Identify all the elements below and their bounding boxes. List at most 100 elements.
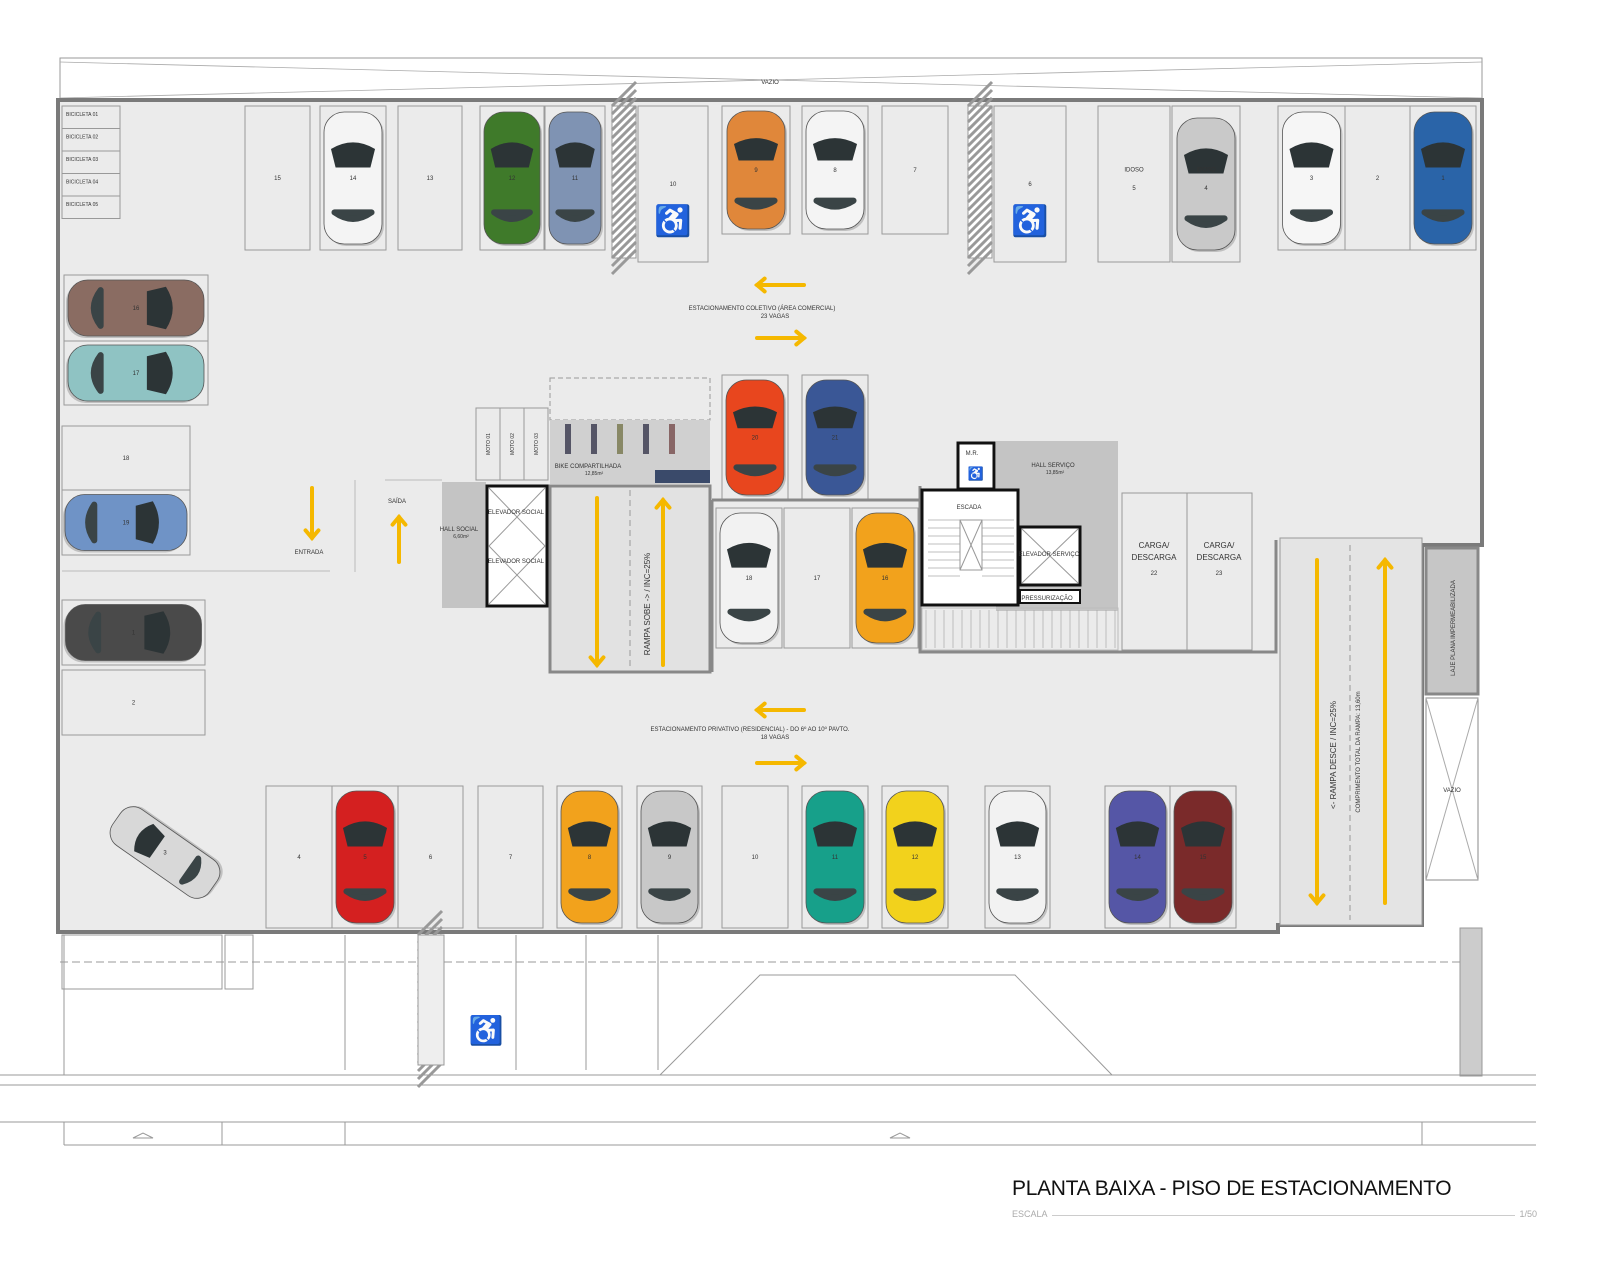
spot-tag: IDOSO <box>1124 168 1144 174</box>
parking-spot-bottom-14[interactable]: 14 <box>1104 785 1171 929</box>
parking-spot-center-17[interactable]: 17 <box>783 507 851 649</box>
spot-number: 4 <box>297 855 301 861</box>
parking-spot-left-2[interactable]: 2 <box>61 669 206 736</box>
parking-spot-top-14[interactable]: 14 <box>319 105 387 251</box>
elevator-service-label: ELEVADOR SERVIÇO <box>1019 552 1080 558</box>
parking-spot-bottom-11[interactable]: 11 <box>801 785 869 929</box>
hall-social-area: 6,60m² <box>453 534 469 540</box>
car <box>1282 111 1343 246</box>
spot-number: 11 <box>572 176 579 182</box>
spot-number: 19 <box>123 521 130 527</box>
bike-shared-area: 12,85m² <box>585 471 604 477</box>
parking-spot-top-9[interactable]: 9 <box>721 105 791 235</box>
accessible-icon: ♿ <box>1011 203 1048 238</box>
spot-number: 7 <box>913 168 917 174</box>
parking-spot-top-3[interactable]: 3 <box>1277 105 1346 251</box>
bicycle-label: BICICLETA 05 <box>66 202 98 208</box>
spot-number: 6 <box>1028 182 1032 188</box>
parking-spot-bottom-8[interactable]: 8 <box>556 785 623 929</box>
spot-number: 18 <box>746 576 753 582</box>
parking-spot-bottom-12[interactable]: 12 <box>881 785 949 929</box>
spot-number: 2 <box>132 701 136 707</box>
drawing-title: PLANTA BAIXA - PISO DE ESTACIONAMENTO <box>1012 1177 1452 1200</box>
hatched-area <box>966 80 994 276</box>
parking-spot-top-7[interactable]: 7 <box>881 105 949 235</box>
bicycle-label: BICICLETA 01 <box>66 112 98 118</box>
car <box>63 604 202 663</box>
parking-spot-bottom-6[interactable]: 6 <box>397 785 464 929</box>
car <box>1108 790 1168 925</box>
elevator-social-1-label: ELEVADOR SOCIAL <box>488 510 545 516</box>
parking-spot-top-1[interactable]: 1 <box>1409 105 1477 251</box>
parking-spot-top-4[interactable]: IDOSO 4 <box>1171 105 1241 263</box>
scale-bar: ESCALA 1/50 <box>1012 1209 1537 1219</box>
parking-spot-top-8[interactable]: 8 <box>801 105 869 235</box>
spot-number: 6 <box>429 855 433 861</box>
parking-spot-top-15[interactable]: 15 <box>244 105 311 251</box>
parking-spot-bottom-9[interactable]: 9 <box>636 785 703 929</box>
parking-spot-top-13[interactable]: 13 <box>397 105 463 251</box>
direction-arrow <box>390 513 408 564</box>
roof-slab: LAJE PLANA IMPERMEABILIZADA VAZIO <box>1424 546 1480 881</box>
direction-arrow <box>1376 556 1394 905</box>
service-core: HALL SERVIÇO 13,85m² M.R. ♿ ESCADA ELEVA… <box>920 441 1119 651</box>
spot-number: 4 <box>1204 186 1208 192</box>
spot-tag: IDOSO <box>1196 168 1216 174</box>
direction-arrow <box>588 496 606 669</box>
spot-number: 12 <box>912 855 919 861</box>
hall-service-area: 13,85m² <box>1046 470 1065 476</box>
parking-spot-top-11[interactable]: 11 <box>544 105 606 251</box>
bicycle-label: BICICLETA 03 <box>66 157 98 163</box>
stairs-label: ESCADA <box>957 505 982 511</box>
hatched-area <box>610 80 638 276</box>
loading-bay-number: 23 <box>1216 571 1223 577</box>
bicycle-rack[interactable]: BICICLETA 05 <box>61 195 121 219</box>
parking-spot-bottom-13[interactable]: 13 <box>984 785 1051 929</box>
exit-label: SAÍDA <box>388 498 406 505</box>
parking-spot-bottom-5[interactable]: 5 <box>331 785 399 929</box>
parking-spot-left-1[interactable]: 1 <box>61 599 206 666</box>
stair-steps <box>925 519 1116 648</box>
car <box>548 111 603 246</box>
bike-shared-label: BIKE COMPARTILHADA <box>555 464 621 470</box>
spot-number: 8 <box>588 855 592 861</box>
car <box>805 110 866 231</box>
parking-spot-left-3[interactable]: 3 <box>104 799 229 906</box>
spot-number: 16 <box>133 306 140 312</box>
parking-spot-top-6[interactable]: ♿6 <box>993 105 1067 263</box>
spot-number: 15 <box>1200 855 1207 861</box>
parking-spot-bottom-10[interactable]: 10 <box>721 785 789 929</box>
parking-spot-top-12[interactable]: 12 <box>479 105 545 251</box>
parking-spot-left-17[interactable]: 17 <box>63 340 209 406</box>
car <box>726 110 787 231</box>
loading-bay-label: CARGA/ <box>1139 541 1170 550</box>
parking-spot-center-20[interactable]: 20 <box>721 374 789 501</box>
direction-arrow <box>753 701 806 719</box>
parking-spot-center-18[interactable]: 18 <box>715 507 783 649</box>
void-right-label: VAZIO <box>1443 788 1461 794</box>
loading-bay-number: 22 <box>1151 571 1158 577</box>
parking-spot-top-10[interactable]: ♿10 <box>637 105 709 263</box>
moto-label: MOTO 01 <box>486 433 492 455</box>
parking-spot-center-21[interactable]: 21 <box>801 374 869 501</box>
spot-number: 3 <box>163 851 167 857</box>
parking-spot-bottom-7[interactable]: 7 <box>477 785 544 929</box>
parking-spot-center-16[interactable]: 16 <box>851 507 919 649</box>
spot-number: 7 <box>509 855 513 861</box>
accessible-icon-exterior: ♿ <box>469 1014 504 1047</box>
spot-number: 16 <box>882 576 889 582</box>
moto-spot[interactable]: MOTO 03 <box>523 407 549 481</box>
accessible-icon: ♿ <box>654 203 691 238</box>
parking-spot-left-19[interactable]: 19 <box>61 489 191 556</box>
parking-spot-left-16[interactable]: 16 <box>63 274 209 342</box>
void-top-label: VAZIO <box>761 80 779 86</box>
direction-arrow <box>654 496 672 667</box>
car <box>109 806 223 899</box>
parking-spot-bottom-15[interactable]: 15 <box>1169 785 1237 929</box>
car <box>1173 790 1234 925</box>
loading-bay-label: CARGA/ <box>1204 541 1235 550</box>
